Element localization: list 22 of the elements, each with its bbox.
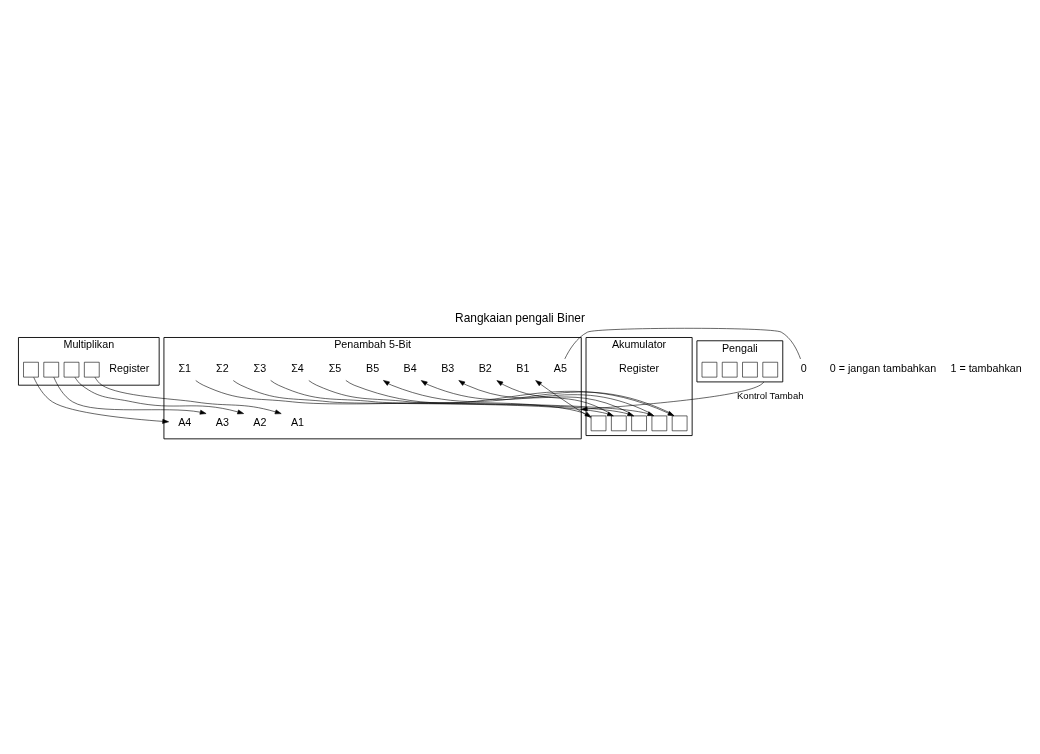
node-text: B2 xyxy=(478,362,492,375)
node-text: Σ2 xyxy=(216,362,229,375)
node-text: A2 xyxy=(253,415,267,428)
node-text: Σ1 xyxy=(178,362,192,375)
diagram-title: Rangkaian pengali Biner xyxy=(455,311,585,326)
node-text: A4 xyxy=(178,415,192,428)
node-text: B3 xyxy=(441,362,455,375)
node-label: Register xyxy=(619,362,660,375)
node-text: Σ3 xyxy=(253,362,267,375)
node-text: Σ5 xyxy=(328,362,342,375)
node-text: B5 xyxy=(366,362,380,375)
node-text: B1 xyxy=(516,362,530,375)
label: 1 = tambahkan xyxy=(950,362,1022,375)
node-text: Σ4 xyxy=(291,362,304,375)
node-label: Register xyxy=(109,362,150,375)
label: 0 = jangan tambahkan xyxy=(829,362,937,375)
node-text: B4 xyxy=(403,362,417,375)
node-text: A3 xyxy=(215,415,229,428)
node-text: A1 xyxy=(290,415,305,428)
edge-label: Kontrol Tambah xyxy=(737,389,804,401)
node-text: A5 xyxy=(553,362,567,375)
node-text: 0 xyxy=(800,362,807,375)
